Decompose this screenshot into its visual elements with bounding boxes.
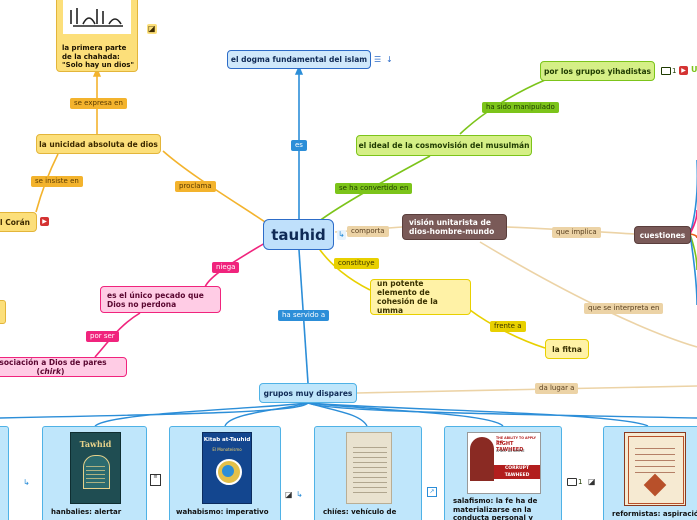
link-label-ha-sido-manipulado[interactable]: ha sido manipulado	[482, 102, 559, 113]
link-label-da-lugar-a[interactable]: da lugar a	[535, 383, 579, 394]
comment-icon[interactable]: 1	[661, 66, 676, 76]
media-icon[interactable]: ▶	[40, 217, 49, 226]
comment-count: 1	[578, 478, 583, 486]
poster-line-1: THE ABILITY TO APPLY THE	[496, 436, 536, 444]
arrow-es	[294, 65, 304, 75]
poster-line-2: RIGHT TAWHEED	[496, 441, 524, 453]
comment-count: 1	[672, 67, 677, 75]
card-salafismo[interactable]: THE ABILITY TO APPLY THE RIGHT TAWHEED I…	[444, 426, 562, 520]
link-constituye	[317, 246, 371, 291]
link-label-constituye[interactable]: constituye	[334, 258, 379, 269]
node-pecado[interactable]: es el único pecado que Dios no perdona	[100, 286, 221, 313]
node-asociacion-text: asociación a Dios de pares (chirk)	[0, 358, 107, 376]
card-reformistas[interactable]: reformistas: aspiración	[603, 426, 697, 520]
central-topic-tauhid[interactable]: tauhid	[263, 219, 334, 250]
link-label-se-insiste-en[interactable]: se insiste en	[31, 176, 83, 187]
book-title-wahabismo: Kitab at-Tauhid	[203, 437, 251, 443]
book-ornament-lines	[86, 463, 105, 483]
link-label-que-se-interpreta-en[interactable]: que se interpreta en	[584, 303, 664, 314]
link-cuestiones-branch-1	[689, 160, 697, 235]
link-card-chiies	[307, 402, 368, 427]
node-fitna[interactable]: la fitna	[545, 339, 589, 359]
comment-icon[interactable]: 1	[567, 477, 582, 487]
document-image-chiies	[346, 432, 392, 504]
poster-line-3: IS NOT AS SIMPLE	[496, 449, 525, 453]
card-hanbalies[interactable]: Tawhid hanbalies: alertar	[42, 426, 147, 520]
card-reformistas-text: reformistas: aspiración	[612, 510, 697, 518]
poster-image-salafismo: THE ABILITY TO APPLY THE RIGHT TAWHEED I…	[467, 432, 541, 494]
link-label-se-ha-convertido-en[interactable]: se ha convertido en	[335, 183, 413, 194]
node-cohesion[interactable]: un potente elemento de cohesión de la um…	[370, 279, 471, 315]
calligraphy-image	[63, 0, 131, 34]
text-icon[interactable]: ≡	[150, 474, 161, 486]
card-chiies[interactable]: chiíes: vehículo de	[314, 426, 422, 520]
book-cover-script	[635, 443, 675, 473]
document-lines	[353, 443, 387, 493]
book-cover-hanbalies: Tawhid	[70, 432, 121, 504]
expand-icon[interactable]: ↗	[427, 487, 437, 497]
link-icon[interactable]: ↳	[337, 230, 346, 240]
card-wahabismo[interactable]: Kitab at-Tauhid El Monoteísmo wahabismo:…	[169, 426, 281, 520]
link-label-ha-servido-a[interactable]: ha servido a	[278, 310, 330, 321]
node-vision[interactable]: visión unitarista de dios-hombre-mundo	[402, 214, 507, 240]
notes-icon[interactable]: ☰	[374, 55, 382, 64]
card-wahabismo-text: wahabismo: imperativo	[176, 508, 269, 516]
book-cover-reformistas	[624, 432, 686, 506]
link-label-se-expresa-en[interactable]: se expresa en	[70, 98, 127, 109]
node-grupos-dispares[interactable]: grupos muy dispares	[259, 383, 357, 403]
link-label-niega[interactable]: niega	[212, 262, 240, 273]
link-card-salafismo	[307, 402, 504, 427]
node-primera-parte-text: la primera parte de la chahada: "Solo ha…	[62, 44, 135, 69]
book-title-hanbalies: Tawhid	[79, 439, 112, 449]
card-hanbalies-text: hanbalies: alertar	[51, 508, 122, 516]
link-icon[interactable]: ↳	[23, 478, 30, 487]
link-card-hanbalies	[94, 402, 309, 427]
poster-banner: CORRUPT TAWHEED	[494, 465, 540, 479]
node-primera-parte[interactable]: la primera parte de la chahada: "Solo ha…	[56, 0, 138, 72]
link-card-reformistas	[307, 402, 649, 427]
node-asociacion[interactable]: asociación a Dios de pares (chirk)	[0, 357, 127, 377]
calligraphy-icon	[70, 8, 123, 27]
book-emblem-inner	[222, 465, 234, 477]
link-label-proclama[interactable]: proclama	[175, 181, 216, 192]
attachment-icon[interactable]: ↓	[386, 55, 393, 64]
node-dogma[interactable]: el dogma fundamental del islam	[227, 50, 371, 69]
node-grupos-yihadistas[interactable]: por los grupos yihadistas	[540, 61, 655, 81]
node-coran[interactable]: el Corán	[0, 212, 37, 232]
map-icon[interactable]: ◪	[147, 24, 157, 34]
expand-icon[interactable]: U	[691, 65, 697, 74]
node-ideal[interactable]: el ideal de la cosmovisión del musulmán	[356, 135, 532, 156]
map-icon[interactable]: ◪	[588, 477, 596, 486]
italic-term: chirk	[39, 367, 62, 376]
book-cover-wahabismo: Kitab at-Tauhid El Monoteísmo	[202, 432, 252, 504]
link-label-es[interactable]: es	[291, 140, 307, 151]
link-label-comporta[interactable]: comporta	[347, 226, 389, 237]
link-da-lugar-a	[356, 385, 697, 394]
link-label-que-implica[interactable]: que implica	[552, 227, 601, 238]
link-label-frente-a[interactable]: frente a	[490, 321, 526, 332]
book-subtitle-wahabismo: El Monoteísmo	[212, 447, 242, 452]
map-icon[interactable]: ◪	[285, 490, 293, 499]
node-cuestiones[interactable]: cuestiones	[634, 226, 691, 244]
card-salafismo-text: salafismo: la fe ha de materializarse en…	[453, 497, 538, 520]
book-cover-border	[628, 436, 684, 504]
arrow-se-expresa-en	[92, 67, 102, 77]
book-emblem	[216, 459, 242, 485]
card-chiies-text: chiíes: vehículo de	[323, 508, 397, 516]
link-label-por-ser[interactable]: por ser	[86, 331, 119, 342]
media-icon[interactable]: ▶	[679, 66, 688, 75]
link-grupos-bus	[0, 402, 697, 419]
card-partial-left[interactable]	[0, 426, 9, 520]
link-icon[interactable]: ↳	[296, 490, 303, 499]
link-card-wahabismo	[224, 402, 309, 427]
poster-person	[470, 437, 494, 481]
node-yellow-partial[interactable]	[0, 300, 6, 324]
node-unicidad[interactable]: la unicidad absoluta de dios	[36, 134, 161, 154]
